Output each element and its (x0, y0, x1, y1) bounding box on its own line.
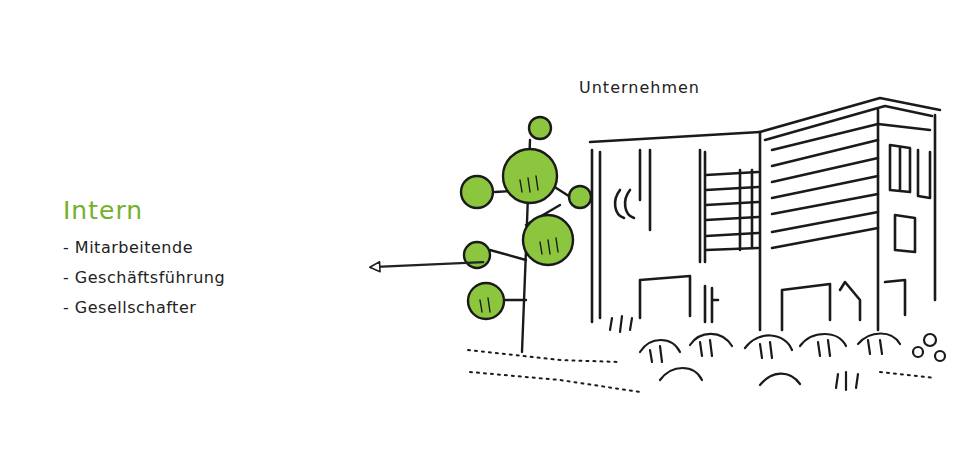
bushes (610, 316, 945, 390)
list-item: - Geschäftsführung (63, 263, 225, 293)
company-circle: Unternehmen (489, 36, 921, 468)
garden-path (468, 350, 935, 392)
circle-fill (489, 36, 921, 468)
list-item: - Mitarbeitende (63, 233, 225, 263)
flow-arrow (371, 262, 483, 267)
tree-foliage (461, 117, 591, 319)
text-group: Unternehmen (579, 78, 700, 97)
tree-trunk (490, 140, 575, 352)
list-item: - Gesellschafter (63, 293, 225, 323)
text-group: Intern - Mitarbeitende- Geschäftsführung-… (63, 196, 225, 323)
circle-outline (489, 36, 921, 468)
building-backdrop (452, 94, 952, 404)
group-heading: Intern (63, 196, 225, 225)
circle-fill (35, 110, 365, 440)
audience-circle: Intern - Mitarbeitende- Geschäftsführung-… (35, 110, 365, 440)
foliage-strokes (480, 176, 558, 312)
circle-label: Unternehmen (579, 78, 700, 97)
building-lines (590, 98, 940, 330)
